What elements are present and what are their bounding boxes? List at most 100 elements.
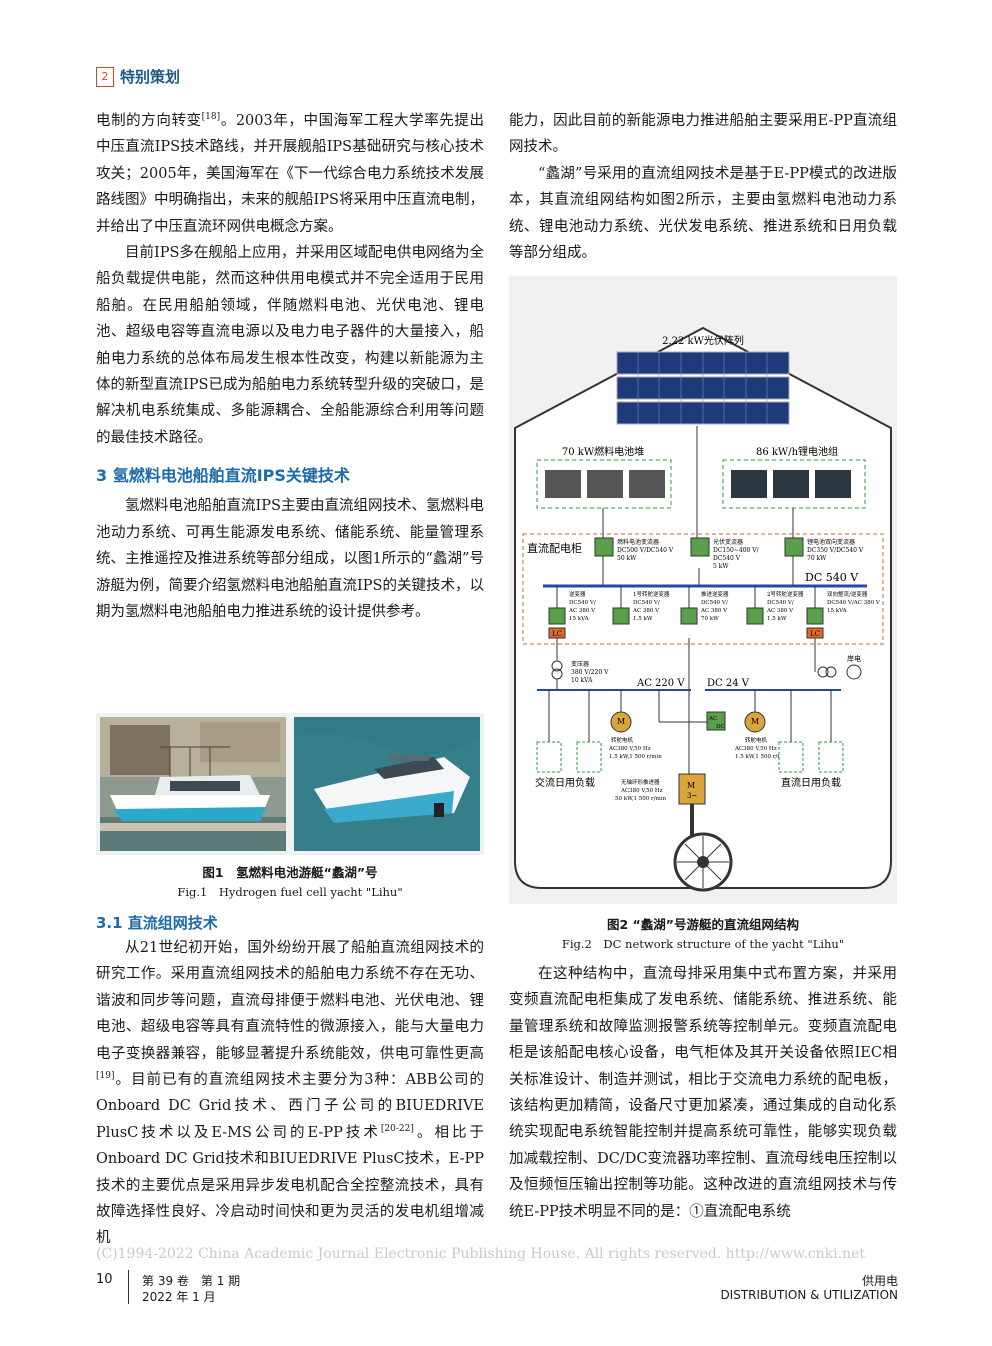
inv5-line2: DC540 V/AC 380 V — [827, 600, 881, 606]
inv1-line1: 逆变器 — [569, 590, 586, 598]
rudder-motor-2-m: M — [751, 717, 759, 726]
m2-line1: 转舵电机 — [745, 736, 768, 744]
dc-24-label: DC 24 V — [707, 678, 750, 689]
ac-220-label: AC 220 V — [636, 678, 685, 689]
inv1-line2: DC540 V/ — [569, 600, 596, 606]
lithium-box — [722, 459, 866, 509]
shore-power-label: 岸电 — [847, 654, 861, 663]
paragraph: 电制的方向转变[18]。2003年，中国海军工程大学率先提出中压直流IPS技术路… — [96, 112, 485, 235]
fuel-cell-label: 70 kW燃料电池堆 — [562, 445, 644, 458]
header-page-number: 2 — [96, 66, 114, 87]
dc-cabinet-label: 直流配电柜 — [527, 541, 582, 555]
m2-line2: AC380 V,50 Hz — [734, 746, 777, 752]
right-column-bottom: 在这种结构中，直流母排采用集中式布置方案，并采用变频直流配电柜集成了发电系统、储… — [509, 961, 897, 1225]
inv4-line3: AC 380 V — [766, 608, 794, 614]
inv1-line4: 15 kVA — [569, 616, 590, 622]
conv-pv-line1: 光伏变流器 — [713, 538, 743, 546]
inv2-line3: AC 380 V — [632, 608, 660, 614]
yacht-photo-water — [294, 717, 480, 851]
main-m-line3: 50 kW,1 500 r/min — [615, 796, 666, 802]
m1-line3: 1.5 kW,1 500 r/min — [609, 754, 662, 760]
conv-pv-line4: 5 kW — [713, 563, 729, 570]
right-column-top: 能力，因此目前的新能源电力推进船舶主要采用E-PP直流组网技术。 “蠡湖”号采用… — [509, 108, 897, 266]
dc-load-label: 直流日用负载 — [781, 776, 841, 789]
header-section-title: 特别策划 — [120, 68, 181, 86]
conv-li-line2: DC350 V/DC540 V — [807, 547, 864, 554]
left-column-bottom: 3.1 直流组网技术 从21世纪初开始，国外纷纷开展了船舶直流组网技术的研究工作… — [96, 911, 484, 1252]
m2-line3: 1.5 kW,1 500 r/min — [735, 754, 788, 760]
inv4-line4: 1.5 kW — [767, 616, 787, 622]
citation[interactable]: [20-22] — [380, 1124, 414, 1135]
cnki-watermark: (C)1994-2022 China Academic Journal Elec… — [96, 1246, 866, 1262]
acdc-dc: DC — [716, 724, 725, 730]
m1-line2: AC380 V,50 Hz — [608, 746, 651, 752]
transformer-line3: 10 kVA — [571, 677, 593, 684]
footer-page-number: 10 — [96, 1272, 113, 1287]
lc-label-2: LC — [810, 630, 820, 638]
dc-540-label: DC 540 V — [805, 571, 859, 584]
fuel-cell-box — [536, 459, 672, 509]
running-header: 2 特别策划 — [96, 66, 180, 87]
figure-1-caption-cn: 图1 氢燃料电池游艇“蠡湖”号 — [202, 865, 378, 880]
page-footer: 10 第 39 卷 第 1 期 2022 年 1 月 供用电 DISTRIBUT… — [96, 1270, 898, 1310]
rudder-motor-2 — [744, 711, 766, 733]
inv3-line1: 推进逆变器 — [701, 590, 729, 598]
yacht-photo-dock — [100, 717, 286, 851]
conv-fc-line2: DC500 V/DC540 V — [617, 547, 674, 554]
paragraph: “蠡湖”号采用的直流组网技术是基于E-PP模式的改进版本，其直流组网结构如图2所… — [509, 165, 897, 262]
acdc-ac: AC — [708, 716, 717, 722]
transformer-line2: 380 V/220 V — [571, 669, 609, 676]
citation[interactable]: [18] — [201, 112, 221, 123]
footer-divider — [128, 1270, 129, 1304]
conv-pv-line2: DC150~400 V/ — [713, 547, 760, 554]
section-heading: 3 氢燃料电池船舶直流IPS关键技术 — [96, 466, 350, 486]
conv-li-line1: 锂电池双向变流器 — [807, 538, 855, 546]
main-motor — [678, 773, 706, 805]
figure-1-caption-en: Fig.1 Hydrogen fuel cell yacht "Lihu" — [177, 885, 403, 899]
pv-panels — [616, 351, 790, 425]
citation[interactable]: [19] — [96, 1071, 115, 1082]
rudder-motor-1-m: M — [617, 717, 625, 726]
ac-load-label: 交流日用负载 — [535, 776, 595, 789]
footer-date: 2022 年 1 月 — [142, 1290, 216, 1304]
inv2-line1: 1号转舵逆变器 — [633, 590, 670, 598]
main-motor-m: M — [687, 781, 695, 790]
m1-line1: 转舵电机 — [611, 736, 634, 744]
paragraph: 能力，因此目前的新能源电力推进船舶主要采用E-PP直流组网技术。 — [509, 113, 897, 156]
conv-pv-line3: DC540 V — [713, 555, 741, 562]
conv-fc-line1: 燃料电池变流器 — [617, 538, 659, 546]
lc-label-1: LC — [552, 630, 562, 638]
paragraph: 从21世纪初开始，国外纷纷开展了船舶直流组网技术的研究工作。采用直流组网技术的船… — [96, 940, 485, 1247]
figure-1-photos — [96, 713, 484, 855]
inv3-line2: DC540 V/ — [701, 600, 728, 606]
main-m-line1: 无轴环形推进器 — [621, 778, 660, 786]
figure-2-diagram: 2.22 kW光伏阵列 70 kW燃料电池堆 86 kW/h锂电池组 直流配电柜… — [509, 276, 897, 904]
inv2-line4: 1.5 kW — [633, 616, 653, 622]
inv2-line2: DC540 V/ — [633, 600, 660, 606]
conv-li-line3: 70 kW — [807, 555, 827, 562]
dc-cabinet-box — [522, 533, 884, 645]
inv3-line4: 70 kW — [701, 616, 719, 622]
pv-array-label: 2.22 kW光伏阵列 — [662, 334, 744, 347]
main-motor-phase: 3~ — [687, 792, 697, 800]
inv4-line2: DC540 V/ — [767, 600, 794, 606]
figure-2-caption-cn: 图2 “蠡湖”号游艇的直流组网结构 — [607, 917, 799, 932]
transformer-line1: 变压器 — [571, 660, 589, 668]
footer-volume: 第 39 卷 第 1 期 — [142, 1274, 241, 1288]
left-column-top: 电制的方向转变[18]。2003年，中国海军工程大学率先提出中压直流IPS技术路… — [96, 108, 484, 625]
conv-fc-line3: 50 kW — [617, 555, 637, 562]
main-m-line2: AC380 V,50 Hz — [620, 788, 663, 794]
inv5-line1: 双向整流/逆变器 — [827, 590, 868, 598]
footer-journal-en: DISTRIBUTION & UTILIZATION — [720, 1288, 898, 1302]
rudder-motor-1 — [610, 711, 632, 733]
paragraph: 在这种结构中，直流母排采用集中式布置方案，并采用变频直流配电柜集成了发电系统、储… — [509, 966, 897, 1220]
footer-journal-cn: 供用电 — [861, 1274, 898, 1288]
inv4-line1: 2号转舵逆变器 — [767, 590, 804, 598]
paragraph: 氢燃料电池船舶直流IPS主要由直流组网技术、氢燃料电池动力系统、可再生能源发电系… — [96, 498, 484, 620]
lithium-battery-label: 86 kW/h锂电池组 — [756, 445, 838, 458]
figure-2-caption-en: Fig.2 DC network structure of the yacht … — [561, 937, 845, 951]
subsection-heading: 3.1 直流组网技术 — [96, 914, 218, 932]
paragraph: 目前IPS多在舰船上应用，并采用区域配电供电网络为全船负载提供电能，然而这种供用… — [96, 245, 484, 446]
inv1-line3: AC 380 V — [568, 608, 596, 614]
inv3-line3: AC 380 V — [700, 608, 728, 614]
